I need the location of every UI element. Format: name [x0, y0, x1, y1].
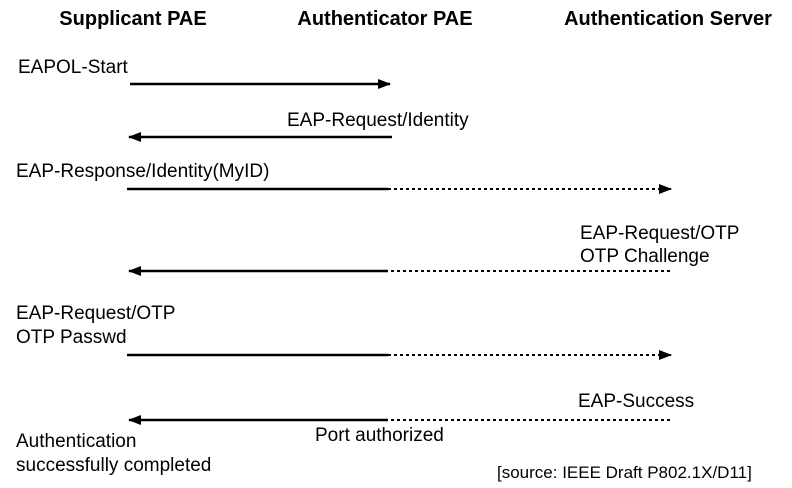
label-eap-success: EAP-Success: [578, 391, 695, 412]
label-eap-request-otp-passwd-line2: OTP Passwd: [16, 327, 127, 348]
label-eapol-start: EAPOL-Start: [18, 57, 128, 78]
label-authentication-completed-line1: Authentication: [16, 431, 137, 452]
label-eap-request-identity: EAP-Request/Identity: [287, 110, 469, 131]
label-port-authorized: Port authorized: [315, 425, 444, 446]
label-authentication-completed-line2: successfully completed: [16, 455, 212, 476]
label-eap-request-otp-challenge-line2: OTP Challenge: [580, 246, 710, 267]
column-header-authenticator-pae: Authenticator PAE: [297, 8, 473, 30]
label-eap-response-identity: EAP-Response/Identity(MyID): [16, 161, 270, 182]
source-citation: [source: IEEE Draft P802.1X/D11]: [497, 463, 752, 482]
label-eap-request-otp-passwd-line1: EAP-Request/OTP: [16, 303, 176, 324]
label-eap-request-otp-challenge-line1: EAP-Request/OTP: [580, 223, 740, 244]
column-header-authentication-server: Authentication Server: [564, 8, 772, 30]
column-header-supplicant-pae: Supplicant PAE: [59, 8, 207, 30]
